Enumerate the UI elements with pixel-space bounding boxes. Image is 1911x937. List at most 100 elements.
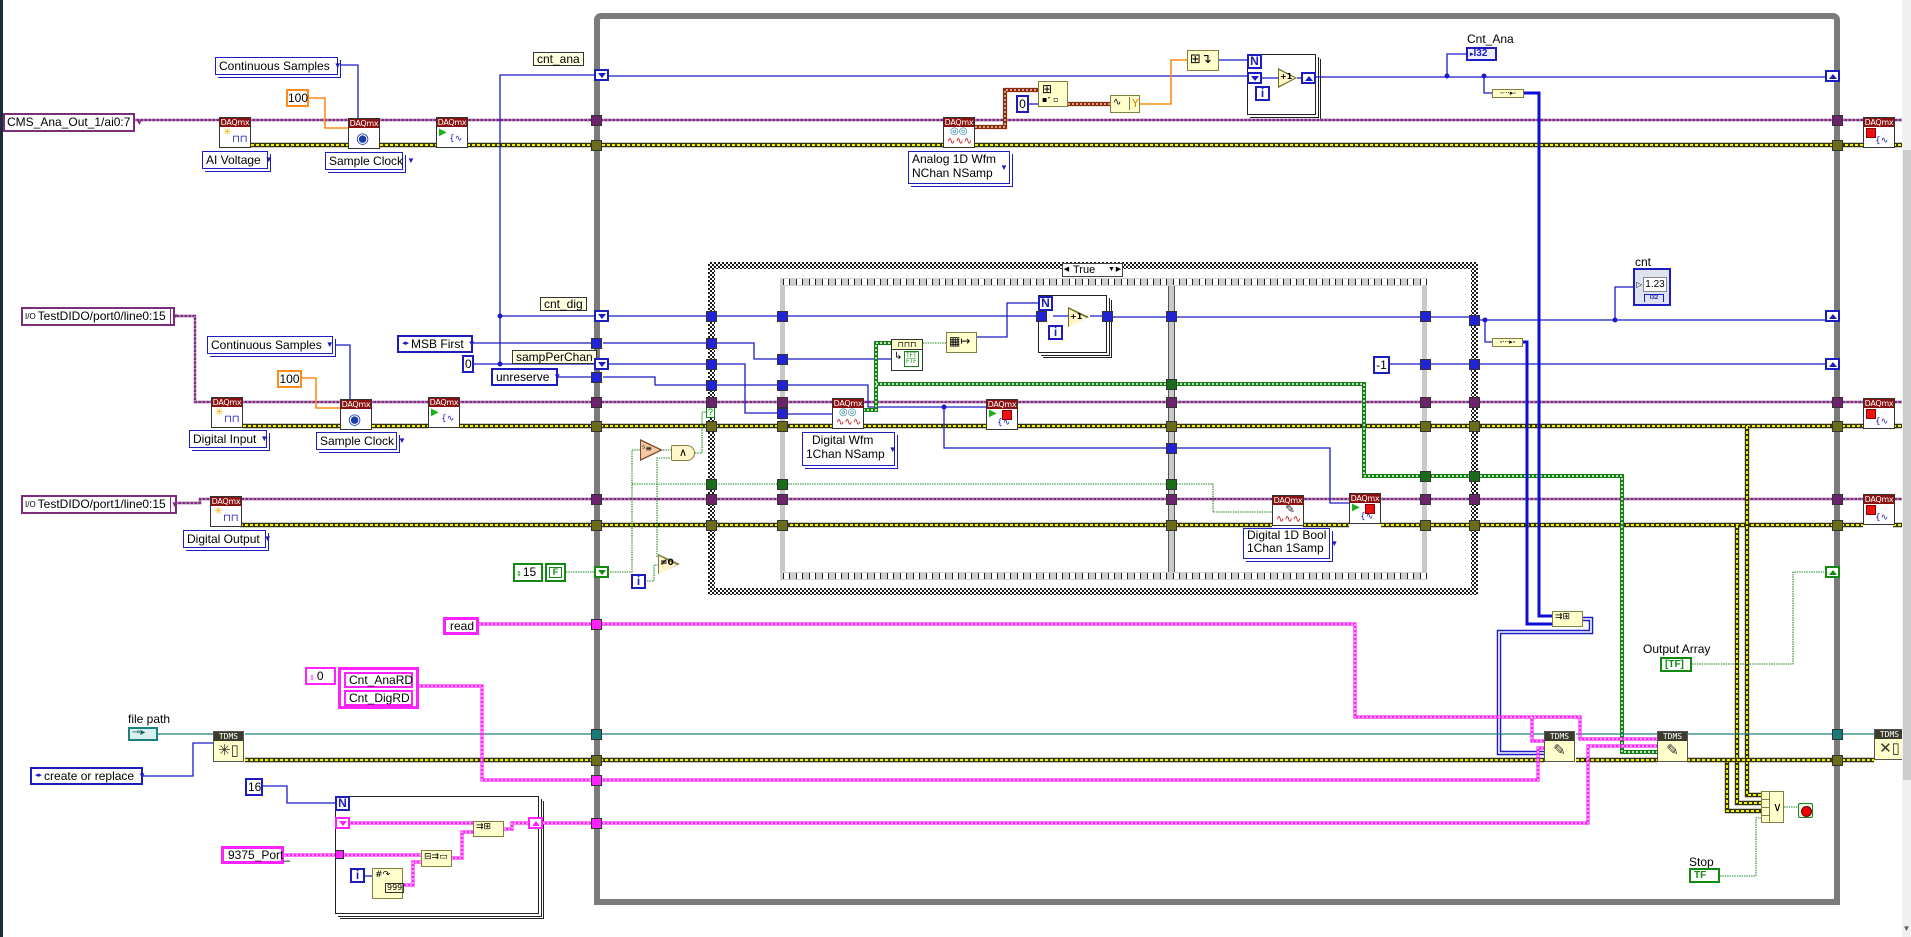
tunnel[interactable] [1420, 494, 1431, 505]
daqmx-read-digital[interactable]: DAQmx ◎◎∿∿∿ [832, 398, 864, 429]
while-loop[interactable] [594, 13, 1840, 905]
shift-register-cnt-dig-right[interactable] [1825, 310, 1840, 322]
daqmx-start-task-digital[interactable]: DAQmx ▶{∿ [428, 397, 460, 428]
tunnel[interactable] [591, 115, 602, 126]
tunnel[interactable] [1832, 115, 1843, 126]
daqmx-create-channel-analog[interactable]: DAQmx ✳⊓⊓ [219, 117, 251, 148]
tunnel[interactable] [777, 311, 788, 322]
port-prefix-constant[interactable]: 9375_Port_ [221, 846, 290, 864]
tunnel[interactable] [1469, 397, 1480, 408]
analog-channel-type-dropdown[interactable]: AI Voltage▼ [202, 151, 273, 169]
tunnel[interactable] [706, 421, 717, 432]
wire-cnt-dig-build[interactable] [1484, 320, 1492, 343]
wire-error-status[interactable] [1724, 426, 1761, 814]
build-array-ports[interactable]: ⇉⊞ [473, 821, 504, 837]
concatenate-strings[interactable]: ⊟⇉▭ [421, 850, 452, 867]
tunnel[interactable] [777, 408, 788, 419]
tunnel[interactable] [1420, 397, 1431, 408]
wire-2d-count-array[interactable] [1496, 616, 1594, 756]
tunnel[interactable] [1832, 520, 1843, 531]
index-zero-constant[interactable]: 0 [1016, 95, 1029, 113]
wire-digital-data[interactable] [863, 341, 1657, 754]
wire-init-zero[interactable] [473, 74, 594, 365]
open-operation-dropdown[interactable]: ◂▸create or replace▼ [30, 767, 146, 785]
bool-array-element[interactable]: F [545, 563, 566, 582]
tunnel[interactable] [706, 311, 717, 322]
wire-output-array-control[interactable] [1692, 571, 1824, 665]
tunnel[interactable] [1420, 359, 1431, 370]
tunnel[interactable] [777, 380, 788, 391]
stop-control[interactable]: TF [1689, 868, 1720, 883]
scroll-down-arrow-icon[interactable]: ▼ [1902, 924, 1911, 933]
number-to-decimal-string[interactable]: #↷ 999 [372, 868, 405, 899]
tunnel[interactable] [1420, 520, 1431, 531]
wire-array-size-to-n[interactable] [977, 302, 1038, 338]
wire-cnt-ana[interactable] [609, 75, 1825, 78]
tunnel[interactable] [591, 755, 602, 766]
case-selector-label[interactable]: ◀ True ▼ ▶ [1062, 263, 1123, 277]
array-size[interactable]: ⊞↴ [1187, 50, 1219, 71]
wire-digital-count-array[interactable] [1523, 340, 1552, 626]
daqmx-start-task-analog[interactable]: DAQmx ▶{∿ [436, 117, 468, 148]
analog-rate-constant[interactable]: 100 [286, 89, 309, 107]
bool-array-index[interactable]: ⇕15 [513, 563, 543, 582]
shift-register-cnt-ana-right[interactable] [1825, 70, 1840, 82]
tunnel[interactable] [591, 818, 602, 829]
file-path-control[interactable]: ⊸▸ [128, 727, 158, 741]
case-selector-terminal[interactable]: ? [706, 407, 715, 418]
get-waveform-components[interactable]: ∿ Y [1110, 95, 1140, 113]
tunnel[interactable] [1832, 755, 1843, 766]
wire-port-prefix[interactable] [284, 830, 473, 887]
shift-register-cnt-ana-left[interactable] [594, 69, 609, 81]
digital-sample-mode-dropdown[interactable]: Continuous Samples▼ [207, 336, 334, 354]
wire-waveform-y[interactable] [1140, 59, 1187, 105]
daqmx-read-analog[interactable]: DAQmx ◎◎∿∿∿ [943, 117, 975, 148]
tunnel[interactable] [1166, 311, 1177, 322]
tunnel[interactable] [1469, 315, 1480, 326]
digital-output-channel-type-dropdown[interactable]: Digital Output▼ [183, 530, 272, 548]
tunnel[interactable] [591, 775, 602, 786]
tunnel[interactable] [1420, 311, 1431, 322]
shift-register-output-array-right[interactable] [1825, 566, 1840, 578]
wire-iteration-ne0[interactable] [647, 564, 658, 582]
digital-input-channel-type-dropdown[interactable]: Digital Input▼ [189, 430, 268, 448]
tunnel[interactable] [1420, 471, 1431, 482]
bit-order-dropdown[interactable]: ◂▸MSB First▼ [397, 335, 476, 353]
wire-task-action[interactable] [558, 376, 1349, 504]
loop-count-terminal[interactable]: N [1247, 54, 1262, 69]
tunnel[interactable] [706, 397, 717, 408]
wire-bit-order[interactable] [473, 342, 891, 360]
loop-condition-terminal[interactable] [1798, 803, 1813, 818]
tunnel[interactable] [591, 338, 602, 349]
tunnel[interactable] [1832, 421, 1843, 432]
tunnel[interactable] [706, 338, 717, 349]
chevron-down-icon[interactable]: ▼ [134, 115, 143, 130]
shift-register-samp-per-chan-right[interactable] [1825, 358, 1840, 370]
minus-one-constant[interactable]: -1 [1373, 356, 1390, 374]
chevron-down-icon[interactable]: ▼ [169, 309, 179, 324]
tunnel[interactable] [706, 520, 717, 531]
shift-register-left[interactable] [335, 817, 350, 829]
tunnel[interactable] [706, 380, 717, 391]
tunnel[interactable] [1166, 379, 1177, 390]
wire-cnt-indicator[interactable] [1614, 286, 1633, 320]
wire-cnt-ana-indicator[interactable] [1446, 53, 1466, 76]
tunnel[interactable] [777, 520, 788, 531]
daqmx-control-task-digital-input[interactable]: DAQmx ▶{∿ [986, 399, 1018, 430]
tunnel[interactable] [1832, 397, 1843, 408]
output-array-control[interactable]: [TF] [1660, 657, 1692, 672]
tunnel[interactable] [706, 479, 717, 490]
tunnel[interactable] [777, 397, 788, 408]
daqmx-timing-digital[interactable]: DAQmx ◉ [340, 399, 372, 430]
port-loop-count-constant[interactable]: 16 [245, 778, 263, 796]
tunnel[interactable] [1166, 494, 1177, 505]
wire-analog-count-array[interactable] [1524, 91, 1552, 618]
iteration-terminal[interactable]: i [1255, 86, 1270, 101]
analog-read-type-dropdown[interactable]: Analog 1D Wfm NChan NSamp ▼ [908, 151, 1010, 184]
tunnel[interactable] [1832, 494, 1843, 505]
tunnel[interactable] [1469, 520, 1480, 531]
daqmx-clear-task-digital-input[interactable]: DAQmx {∿ [1863, 398, 1895, 429]
wire-digital-sample-mode[interactable] [333, 344, 351, 399]
